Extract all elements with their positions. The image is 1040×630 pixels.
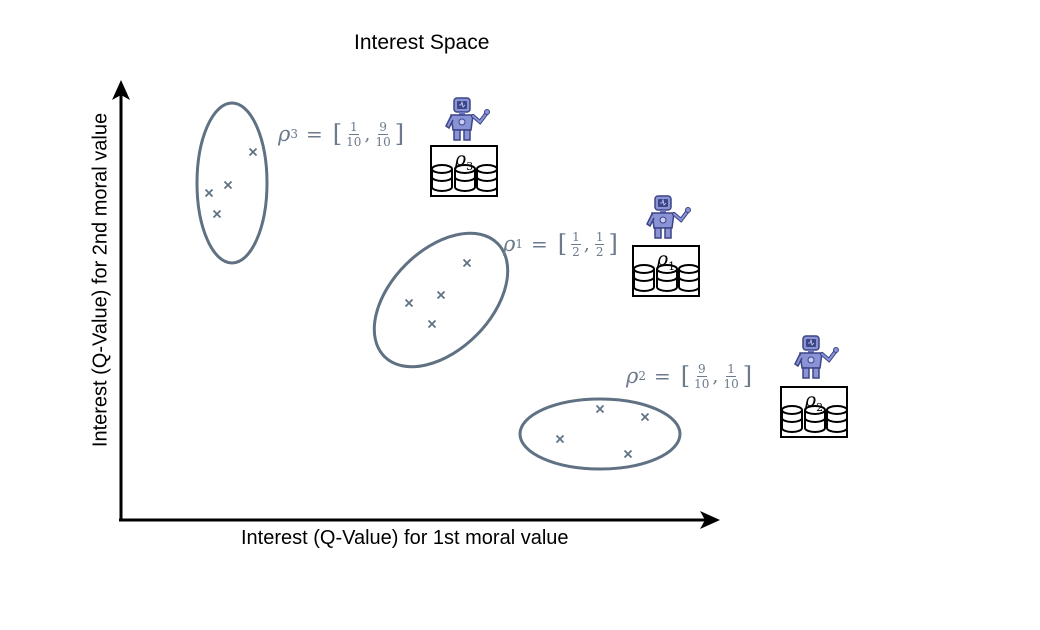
cluster-rho2	[518, 397, 682, 471]
data-point-icon	[404, 298, 414, 308]
robot-agent-icon	[793, 334, 841, 380]
agent-database-box-rho1: ρ1	[632, 245, 700, 297]
x-axis-arrow-icon	[700, 511, 720, 529]
data-point-icon	[623, 449, 633, 459]
data-point-icon	[640, 412, 650, 422]
data-point-icon	[248, 147, 258, 157]
data-point-icon	[204, 188, 214, 198]
y-axis-arrow-icon	[112, 80, 130, 100]
data-point-icon	[212, 209, 222, 219]
cluster-ellipse	[195, 101, 269, 265]
cluster-rho3	[195, 101, 269, 265]
data-point-icon	[462, 258, 472, 268]
agent-database-box-rho3: ρ3	[430, 145, 498, 197]
data-point-icon	[427, 319, 437, 329]
robot-agent-icon	[444, 96, 492, 142]
data-point-icon	[223, 180, 233, 190]
cluster-rho1	[372, 231, 510, 369]
x-axis-label: Interest (Q-Value) for 1st moral value	[241, 527, 569, 549]
database-label: ρ3	[454, 148, 474, 173]
data-point-icon	[595, 404, 605, 414]
robot-agent-icon	[645, 194, 693, 240]
database-label: ρ2	[804, 389, 824, 414]
database-label: ρ1	[656, 248, 676, 273]
axes	[112, 80, 720, 529]
data-point-icon	[555, 434, 565, 444]
agent-database-box-rho2: ρ2	[780, 386, 848, 438]
cluster-ellipse	[518, 397, 682, 471]
cluster-ellipse	[372, 231, 510, 369]
diagram-title: Interest Space	[354, 31, 490, 54]
data-point-icon	[436, 290, 446, 300]
y-axis-label: Interest (Q-Value) for 2nd moral value	[89, 112, 112, 448]
